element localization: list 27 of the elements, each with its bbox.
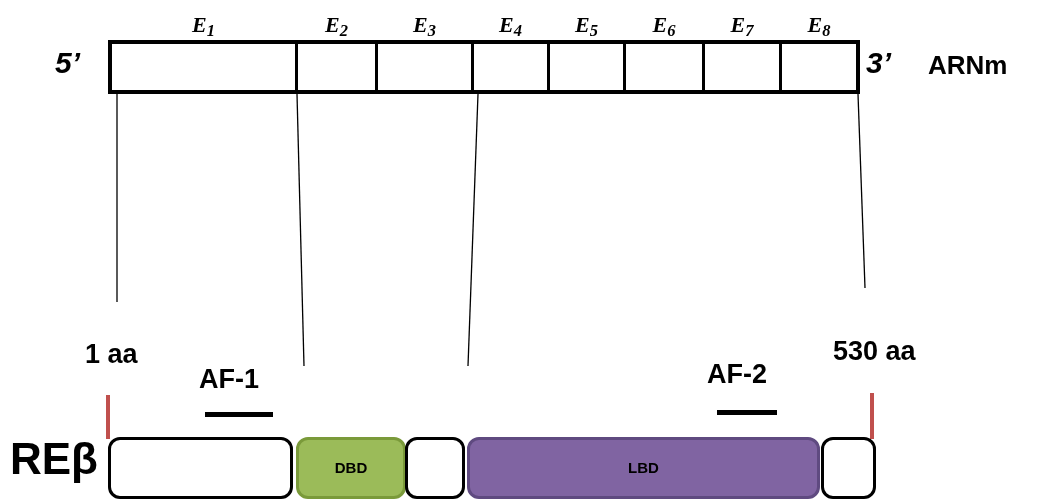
domain-label: DBD [334, 457, 368, 478]
exon-label: E$_{1}$ [191, 11, 216, 41]
text-label: 3’ [866, 48, 892, 78]
exon-label: E$_{5}$ [574, 11, 599, 41]
text-label: 530 aa [833, 338, 916, 365]
text-label: AF-1 [199, 366, 259, 393]
domain-box [108, 437, 293, 499]
mapping-line [857, 93, 866, 289]
domain-label: LBD [628, 457, 659, 478]
text-label: ARNm [928, 52, 1008, 78]
text-label: 1 aa [85, 341, 138, 368]
exon-label: E$_{8}$ [806, 11, 832, 41]
mapping-line [296, 93, 305, 367]
domain-box [821, 437, 876, 499]
mapping-line [116, 93, 118, 303]
exon-label: E$_{4}$ [498, 11, 523, 41]
mapping-line [467, 93, 479, 367]
domain-box [467, 437, 820, 499]
domain-box [405, 437, 465, 499]
exon-label: E$_{2}$ [324, 11, 349, 41]
text-label: AF-2 [707, 361, 767, 388]
text-label: 5’ [55, 48, 81, 78]
domain-box [296, 437, 406, 499]
exon-label: E$_{6}$ [651, 11, 677, 41]
text-label: REβ [10, 437, 98, 481]
exon-label: E$_{7}$ [729, 11, 755, 41]
exon-label: E$_{3}$ [412, 11, 437, 41]
